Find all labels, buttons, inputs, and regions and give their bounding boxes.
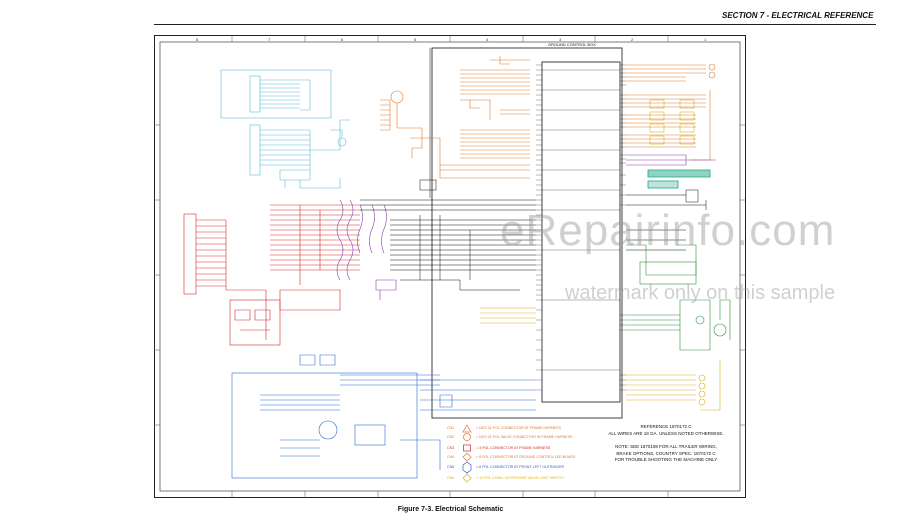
figure-caption: Figure 7-3. Electrical Schematic: [397, 506, 504, 513]
purple-harness: [336, 199, 397, 300]
orange-harness: [380, 56, 530, 179]
legend-symbols: [462, 424, 472, 483]
legend-text: = 12 POL CONN. OUTRIGGER VALVE LIMIT SWI…: [476, 476, 564, 480]
black-bus: [360, 48, 536, 291]
grid-col-label: 2: [631, 37, 634, 42]
grid-col-label: 4: [486, 37, 489, 42]
legend-text: = 8 POL CONNECTOR AT FRONT LEFT OUTRIGGE…: [476, 465, 565, 469]
grid-col-label: 6: [341, 37, 344, 42]
legend-code: CN2: [447, 435, 455, 439]
right-purple: [626, 154, 716, 166]
legend-text: = NCS 31 POL VALVE CONNECTOR IN FRAME HA…: [476, 435, 573, 439]
right-yellow-lower: [626, 360, 721, 411]
grid-col-label: 7: [268, 37, 271, 42]
grid-col-label: 1: [704, 37, 707, 42]
reference-note: REFERENCE 1870172 C ALL WIRES ARE 18 GA.…: [608, 424, 724, 436]
grid-col-label: 3: [559, 37, 562, 42]
cyan-harness: [220, 69, 350, 189]
module-pins: [542, 69, 620, 371]
ground-control-box-label: GROUND CONTROL BOX: [548, 42, 596, 47]
yellow-mid: [480, 307, 536, 324]
watermark-sample-note: watermark only on this sample: [565, 282, 836, 304]
legend-text: = 8 POL CONNECTOR AT GROUND CONTROL LED …: [476, 455, 576, 459]
right-teal: [647, 169, 711, 189]
pin-ticks: [536, 64, 626, 391]
trailer-note: NOTE: SEE 1870198 FOR ALL TRAILER WIRING…: [614, 444, 718, 463]
control-module: [541, 61, 621, 403]
legend-code: CN5: [447, 465, 455, 469]
ground-control-box: [431, 47, 623, 419]
blue-harness: [231, 354, 536, 479]
legend-code: CN3: [447, 446, 455, 450]
right-green: [626, 244, 731, 351]
watermark-site: eRepairinfo.com: [500, 206, 836, 255]
legend-code: CN1: [447, 426, 455, 430]
grid-ticks: [154, 35, 746, 498]
right-orange: [626, 63, 716, 161]
grid-col-label: 5: [414, 37, 417, 42]
legend-code: CN6: [447, 476, 455, 480]
right-yellow-components: [649, 99, 695, 145]
red-harness: [183, 204, 360, 346]
legend-code: CN4: [447, 455, 455, 459]
section-title: SECTION 7 - ELECTRICAL REFERENCE: [722, 11, 874, 20]
legend-text: = NCS 31 POL CONNECTOR AT FRAME HARNESS: [476, 426, 561, 430]
right-black: [626, 189, 707, 251]
header-rule: [154, 24, 876, 25]
grid-col-label: 8: [196, 37, 199, 42]
legend-text: = 3 POL CONNECTOR AT FRAME HARNESS: [476, 446, 551, 450]
